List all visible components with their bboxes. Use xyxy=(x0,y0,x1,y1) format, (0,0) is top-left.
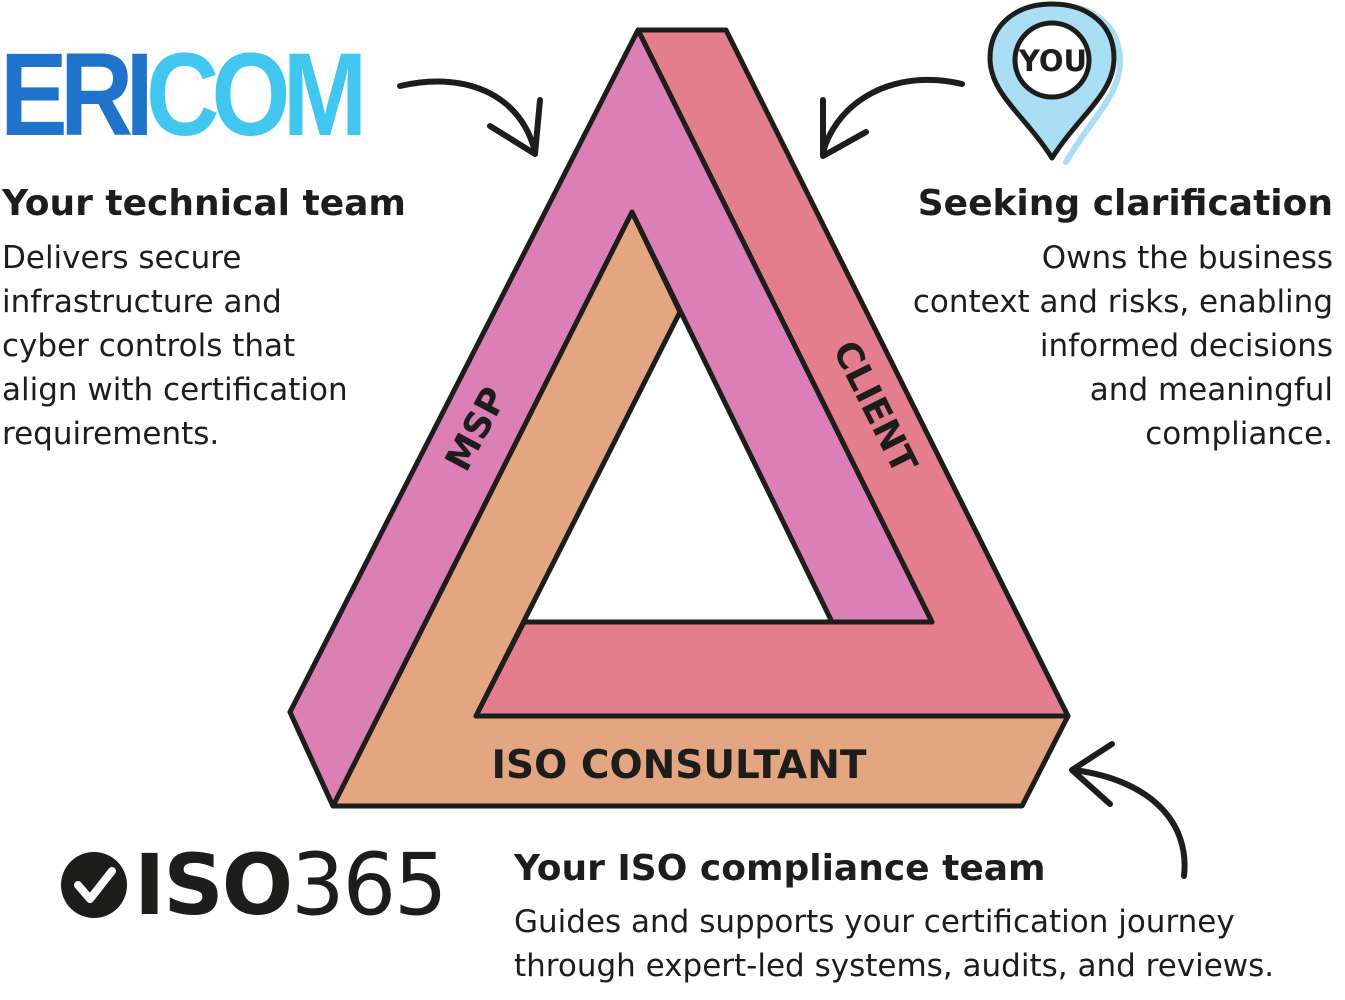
seeking-clarification-heading: Seeking clarification xyxy=(917,183,1333,224)
description-line: context and risks, enabling xyxy=(912,284,1333,320)
technical-team-heading: Your technical team xyxy=(2,183,406,224)
description-line: Guides and supports your certification j… xyxy=(514,904,1235,940)
client-description: Owns the business context and risks, ena… xyxy=(913,236,1333,456)
ericom-logo-part-a: ERI xyxy=(0,29,154,161)
you-label: YOU xyxy=(1018,44,1087,78)
description-line: through expert-led systems, audits, and … xyxy=(514,948,1275,984)
description-line: Owns the business xyxy=(1041,240,1333,276)
description-line: infrastructure and xyxy=(2,284,282,320)
description-line: and meaningful xyxy=(1089,372,1333,408)
check-circle-icon xyxy=(61,852,127,918)
ericom-logo-part-b: COM xyxy=(145,29,367,161)
description-line: cyber controls that xyxy=(2,328,296,364)
arrow-ericom-icon xyxy=(397,78,543,157)
arrow-iso-icon xyxy=(1069,741,1188,879)
iso365-logo-number: 365 xyxy=(291,835,447,935)
description-line: informed decisions xyxy=(1039,328,1333,364)
iso-compliance-team-heading: Your ISO compliance team xyxy=(514,848,1046,889)
arrow-client-icon xyxy=(820,77,965,159)
description-line: requirements. xyxy=(2,416,220,452)
ericom-logo: ERICOM xyxy=(0,36,367,154)
iso365-logo-bold-text: ISO xyxy=(134,836,293,934)
description-line: compliance. xyxy=(1145,416,1333,452)
iso-consultant-label: ISO CONSULTANT xyxy=(492,743,867,788)
msp-band xyxy=(287,27,935,809)
description-line: Delivers secure xyxy=(2,240,242,276)
description-line: align with certification xyxy=(2,372,348,408)
iso-team-description: Guides and supports your certification j… xyxy=(514,900,1274,988)
technical-team-description: Delivers secure infrastructure and cyber… xyxy=(2,236,348,456)
location-pin-icon: YOU xyxy=(987,1,1124,165)
